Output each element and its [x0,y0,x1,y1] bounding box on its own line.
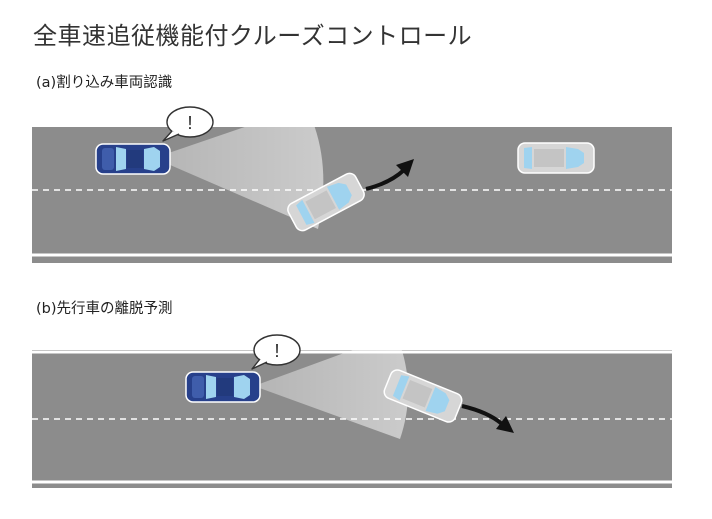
curved-arrow-icon [365,159,414,191]
speech-bubble-icon: ! [162,106,214,142]
scene-b: ! [0,324,712,499]
sensor-cone [154,106,324,229]
scene-b-label: (b)先行車の離脱予測 [36,301,173,317]
own-car [95,143,171,175]
departing-car [383,369,463,423]
speech-bubble-icon: ! [251,334,301,370]
preceding-car [517,142,595,174]
alert-glyph: ! [274,341,279,361]
own-car [185,371,261,403]
scene-a: ! [0,95,712,270]
alert-glyph: ! [187,113,192,133]
scene-a-label: (a)割り込み車両認識 [36,75,173,91]
page-title: 全車速追従機能付クルーズコントロール [33,22,473,50]
sensor-cone [254,334,409,439]
cut-in-car [287,172,365,232]
curved-arrow-icon [461,404,514,433]
